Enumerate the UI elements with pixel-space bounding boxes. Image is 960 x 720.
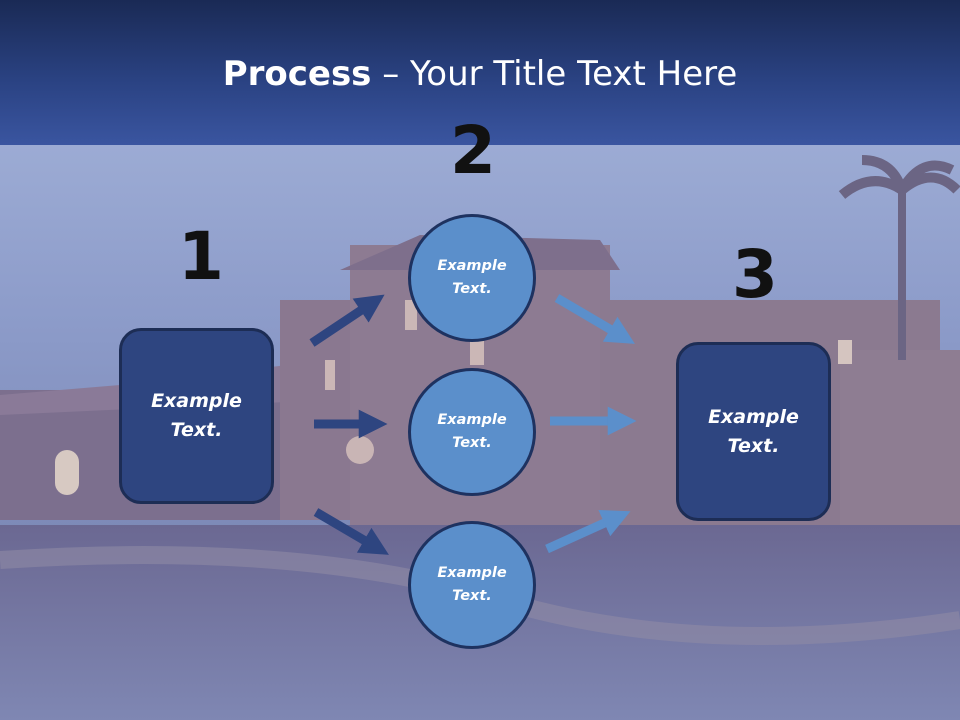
left-box-text: Example Text.: [151, 390, 242, 441]
step-number-1: 1: [178, 218, 224, 295]
circle-bottom: Example Text.: [408, 521, 536, 649]
step-number-3: 3: [732, 236, 778, 313]
circle-middle-text: Example Text.: [437, 412, 507, 451]
title-bar: [0, 0, 960, 145]
left-process-box: Example Text.: [119, 328, 274, 504]
arrow-box1-to-circle-top: [309, 294, 385, 347]
arrow-circle-bottom-to-box3: [545, 509, 631, 554]
circle-top: Example Text.: [408, 214, 536, 342]
right-box-text: Example Text.: [708, 405, 799, 457]
right-process-box: Example Text.: [676, 342, 831, 521]
circle-top-text: Example Text.: [437, 258, 507, 297]
title-rest: – Your Title Text Here: [371, 54, 738, 94]
arrow-circle-top-to-box3: [554, 294, 635, 344]
slide-title: Process – Your Title Text Here: [0, 52, 960, 96]
circle-bottom-text: Example Text.: [437, 565, 507, 604]
step-number-2: 2: [450, 112, 496, 189]
title-bold: Process: [222, 54, 372, 94]
arrow-box1-to-circle-bottom: [313, 508, 389, 555]
circle-middle: Example Text.: [408, 368, 536, 496]
